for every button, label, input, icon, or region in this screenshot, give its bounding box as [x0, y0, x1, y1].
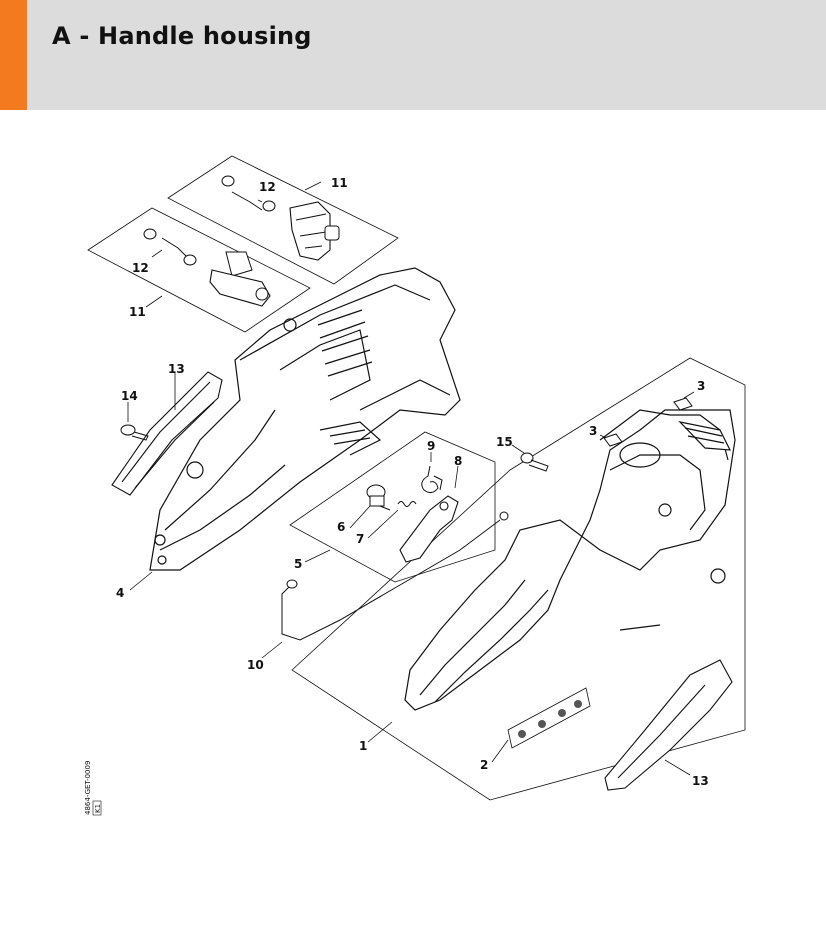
callout-12-top: 12 [259, 180, 276, 194]
callout-3-mid: 3 [589, 424, 597, 438]
callout-1: 1 [359, 739, 367, 753]
callout-3-top: 3 [697, 379, 705, 393]
part-screw-14 [120, 424, 149, 441]
page-title: A - Handle housing [52, 22, 312, 50]
callout-8: 8 [454, 454, 462, 468]
part-grip-cover-13-left [111, 371, 223, 496]
part-bushing-6 [366, 484, 391, 511]
parts-diagram: 11 12 12 11 13 14 9 8 6 7 5 4 10 15 3 3 … [0, 110, 826, 932]
part-damper-3-top [673, 397, 693, 411]
drawing-code-text: 4864-GET-0009 [84, 761, 92, 815]
part-grip-cover-13-right [604, 659, 733, 791]
callout-11-top: 11 [331, 176, 348, 190]
group-frame-1 [291, 357, 746, 801]
accent-stripe [0, 0, 27, 110]
part-damper-3-mid [603, 433, 623, 447]
callout-4: 4 [116, 586, 124, 600]
part-spring-12-top [221, 175, 276, 212]
callout-2: 2 [480, 758, 488, 772]
callout-9: 9 [427, 439, 435, 453]
part-spring-7 [397, 501, 417, 507]
group-frame-11-top [167, 155, 399, 285]
group-frame-5 [289, 431, 496, 583]
callout-5: 5 [294, 557, 302, 571]
part-screw-15 [520, 452, 549, 472]
part-lever-11-top [289, 201, 340, 261]
callout-13-left: 13 [168, 362, 185, 376]
callout-14: 14 [121, 389, 138, 403]
drawing-code-sub: K1 [94, 804, 102, 813]
callout-10: 10 [247, 658, 264, 672]
callout-labels: 11 12 12 11 13 14 9 8 6 7 5 4 10 15 3 3 … [116, 176, 709, 788]
drawing-code: 4864-GET-0009 K1 [84, 761, 102, 816]
part-cable-10 [281, 511, 509, 641]
callout-12-left: 12 [132, 261, 149, 275]
part-front-handle-housing [404, 409, 736, 711]
part-label-2 [507, 687, 591, 749]
part-rear-handle-housing [149, 267, 461, 571]
callout-6: 6 [337, 520, 345, 534]
header-bar: A - Handle housing [0, 0, 826, 110]
leader-lines [127, 181, 695, 776]
callout-13-right: 13 [692, 774, 709, 788]
group-frame-11-left [87, 207, 311, 333]
part-spring-12-left [143, 228, 197, 266]
part-lever-11-left [209, 251, 271, 307]
callout-11-left: 11 [129, 305, 146, 319]
part-spring-9 [421, 465, 443, 494]
part-trigger-8 [399, 495, 459, 563]
callout-7: 7 [356, 532, 364, 546]
callout-15: 15 [496, 435, 513, 449]
